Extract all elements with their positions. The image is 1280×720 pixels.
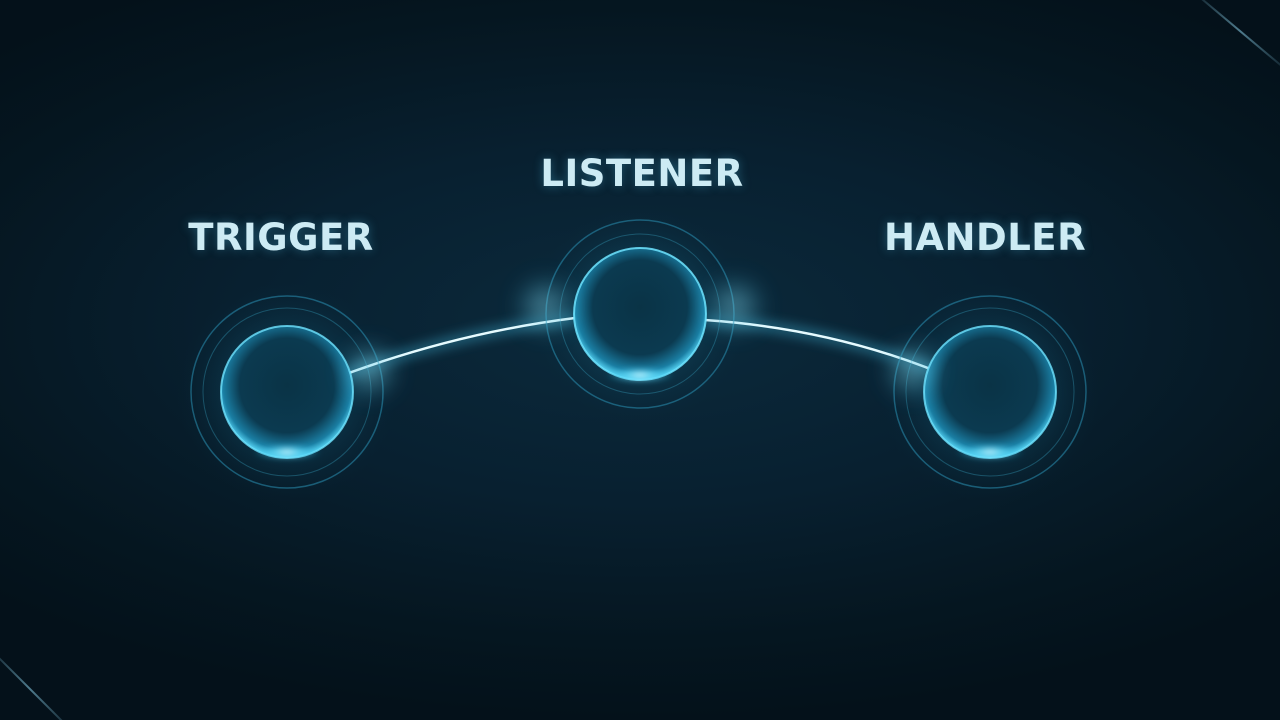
node-listener [515,206,765,422]
node-trigger [177,282,398,502]
label-listener: LISTENER [540,152,744,195]
label-handler: HANDLER [883,216,1087,259]
node-handler [880,282,1100,502]
label-trigger: TRIGGER [188,216,374,259]
